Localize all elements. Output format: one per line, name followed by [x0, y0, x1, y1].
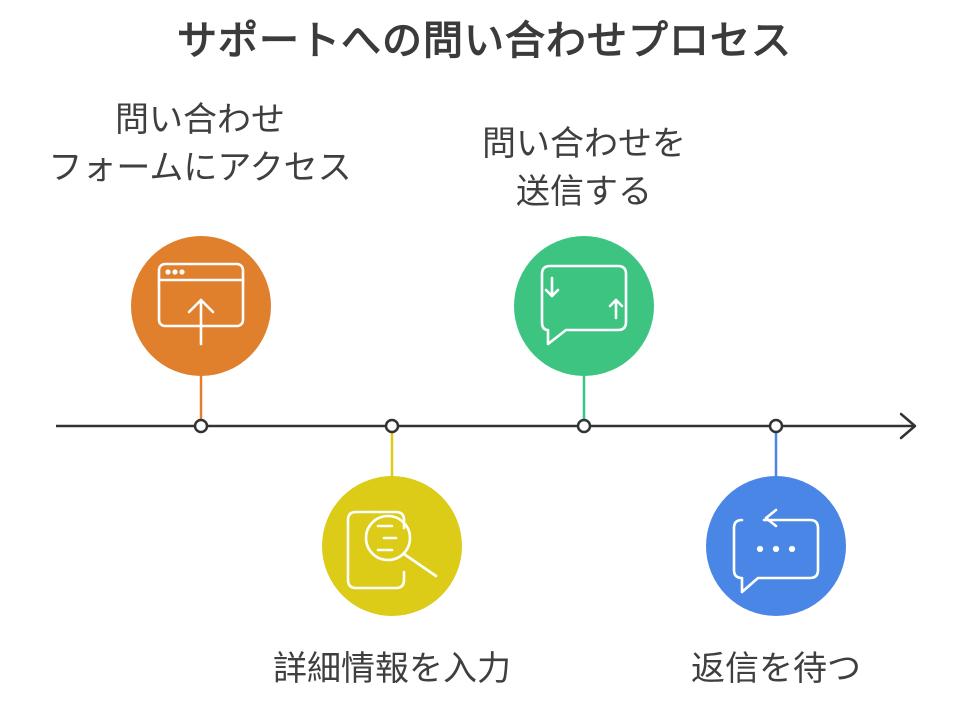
browser-upload-icon	[157, 262, 245, 346]
step-3-label-line2: 送信する	[516, 172, 652, 212]
step-2-circle	[322, 476, 462, 616]
page-title: サポートへの問い合わせプロセス	[177, 18, 792, 64]
step-3-circle	[514, 236, 654, 376]
step-2-label-line1: 詳細情報を入力	[273, 649, 511, 689]
step-3-node	[576, 418, 592, 434]
step-1-label: 問い合わせ フォームにアクセス	[30, 96, 370, 192]
chat-wait-icon	[732, 508, 820, 594]
step-1-label-line2: フォームにアクセス	[48, 148, 352, 188]
step-1-label-line1: 問い合わせ	[115, 100, 285, 140]
step-2-node	[384, 418, 400, 434]
step-4-label-line1: 返信を待つ	[691, 649, 861, 689]
step-3-label: 問い合わせを 送信する	[424, 120, 744, 216]
timeline-arrowhead	[899, 412, 917, 440]
step-3-label-line1: 問い合わせを	[482, 124, 686, 164]
chat-refresh-icon	[540, 264, 628, 346]
step-1-node	[193, 418, 209, 434]
step-2-label: 詳細情報を入力	[232, 645, 552, 693]
document-search-icon	[346, 510, 438, 590]
step-4-label: 返信を待つ	[656, 645, 896, 693]
step-4-node	[768, 418, 784, 434]
